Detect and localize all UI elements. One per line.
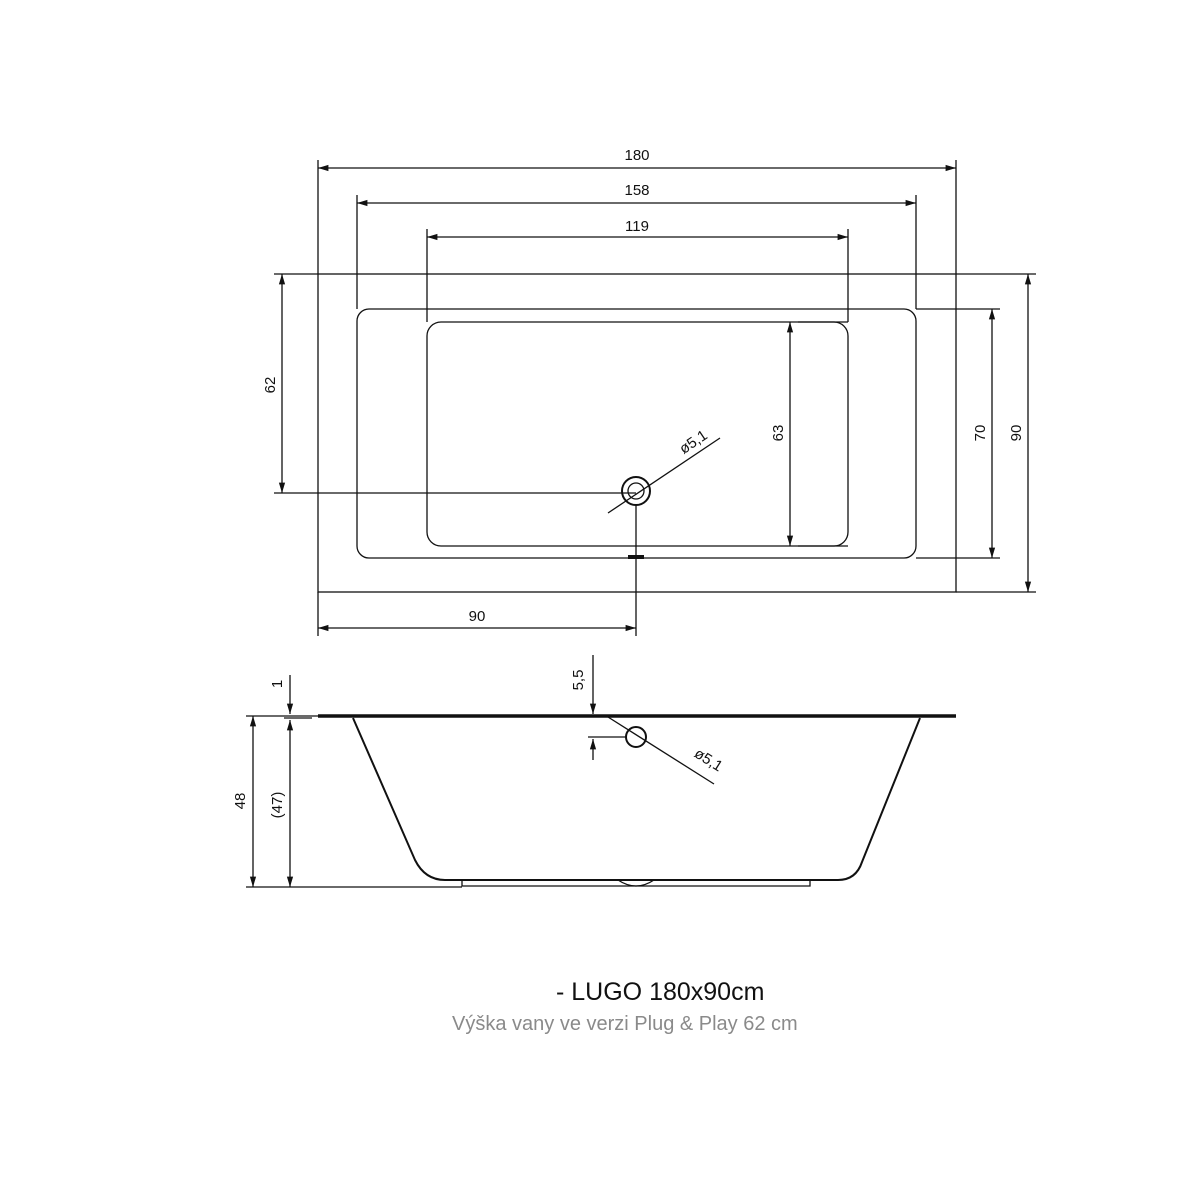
- dim-drain-diameter: ø5,1: [676, 427, 710, 458]
- dim-119: 119: [625, 218, 649, 235]
- outer-rim: [317, 273, 957, 593]
- diameter-leader-line: [607, 716, 715, 785]
- dim-90-offset: 90: [469, 608, 486, 625]
- tub-bottom: [426, 321, 849, 547]
- tub-profile: [352, 717, 921, 881]
- side-view: 48 (47) 1 5,5 ø5,1: [232, 655, 956, 888]
- dim-62: 62: [262, 377, 279, 394]
- dim-63: 63: [770, 425, 787, 442]
- drain-bulge: [617, 879, 655, 887]
- dim-overflow-diameter: ø5,1: [691, 745, 725, 775]
- dim-48: 48: [232, 793, 249, 810]
- dim-90-width: 90: [1008, 425, 1025, 442]
- dim-180: 180: [624, 147, 649, 164]
- drain-inner: [627, 482, 645, 500]
- product-title: - LUGO 180x90cm: [556, 978, 765, 1006]
- dim-70: 70: [972, 425, 989, 442]
- diameter-leader-line: [607, 437, 721, 514]
- dim-158: 158: [624, 182, 649, 199]
- product-subtitle: Výška vany ve verzi Plug & Play 62 cm: [452, 1013, 798, 1035]
- dim-47: (47): [269, 792, 286, 819]
- top-view: 180 158 119 62 63 70 90 90 ø5,1: [262, 147, 1036, 636]
- dim-1: 1: [269, 680, 286, 688]
- dim-5-5: 5,5: [570, 670, 587, 691]
